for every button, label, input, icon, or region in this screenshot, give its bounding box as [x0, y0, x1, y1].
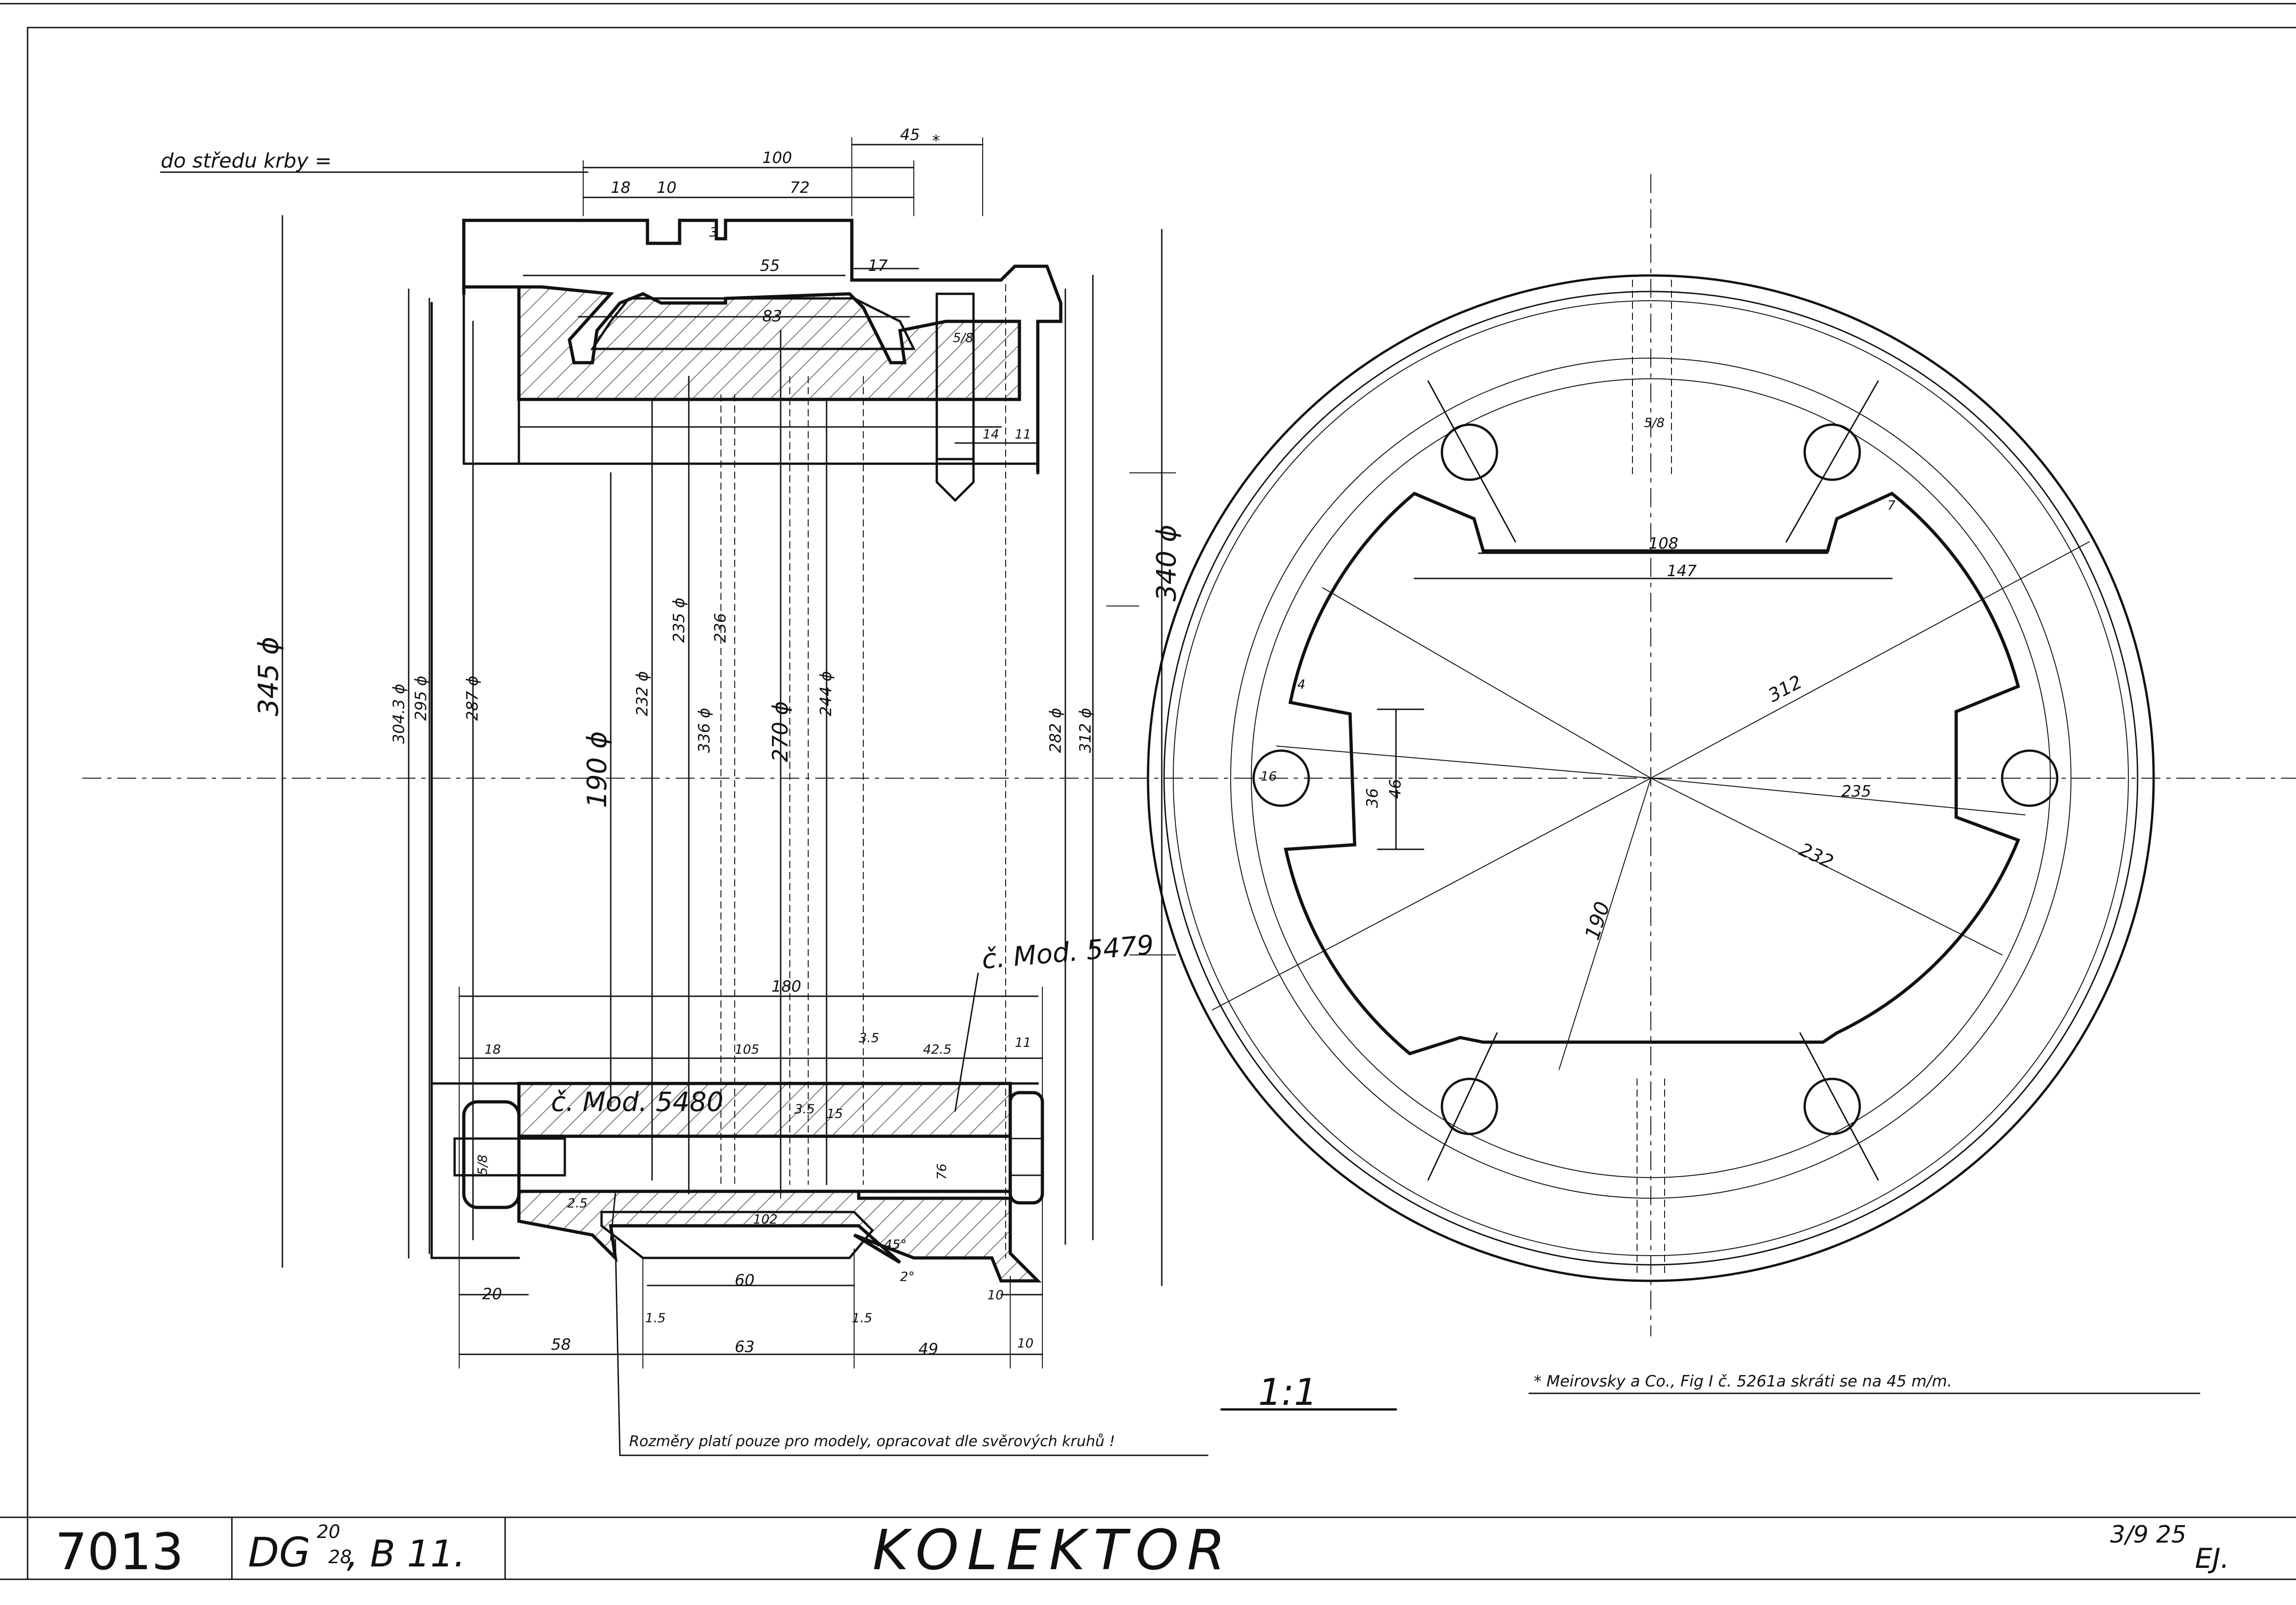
front-view — [1147, 274, 2155, 1282]
dim-1-5-b: 1.5 — [852, 1310, 872, 1325]
dim-63: 63 — [735, 1338, 754, 1356]
dim-11: 11 — [1015, 427, 1031, 442]
dim-3-5-b: 3.5 — [794, 1101, 815, 1117]
dim-45: 45 — [900, 126, 920, 144]
dim-55: 55 — [760, 257, 780, 275]
dim-5-8-c: 5/8 — [1644, 415, 1665, 430]
dim-14: 14 — [983, 427, 999, 442]
dim-60: 60 — [735, 1271, 754, 1290]
dim-235-r: 235 — [1841, 782, 1871, 801]
leaders — [610, 972, 979, 1240]
dim-16: 16 — [1261, 769, 1277, 784]
dim-58: 58 — [551, 1336, 571, 1354]
dim-2-5: 2.5 — [567, 1195, 588, 1211]
type-sup: 20 — [317, 1521, 340, 1543]
drawing-date: 3/9 25 — [2110, 1521, 2186, 1549]
dim-45deg: 45° — [884, 1237, 907, 1252]
dim-105: 105 — [735, 1042, 759, 1057]
signature: EJ. — [2195, 1543, 2229, 1575]
dim-4: 4 — [1297, 677, 1306, 692]
upper-section-outline — [462, 219, 1063, 475]
top-dim-lines — [160, 137, 1039, 444]
lower-ring-bottom — [517, 1190, 1042, 1283]
dim-345: 345 ϕ — [253, 637, 285, 716]
scale-note: 1:1 — [1258, 1371, 1317, 1414]
nut-right — [1008, 1091, 1044, 1205]
dim-20: 20 — [482, 1285, 502, 1303]
vertical-dim-lines — [281, 215, 1176, 1286]
upper-inner-groove — [590, 297, 916, 350]
dim-11-b: 11 — [1015, 1035, 1031, 1050]
dim-2deg: 2° — [900, 1269, 915, 1284]
dim-100: 100 — [762, 149, 792, 167]
bolt-head-left — [462, 1100, 521, 1209]
dim-235: 235 ϕ — [670, 598, 688, 643]
front-view-dimension-texts: 5/8 108 147 7 312 235 232 190 36 46 16 4 — [1261, 415, 1896, 943]
dim-180: 180 — [771, 977, 801, 996]
section-view — [430, 219, 1063, 1283]
vertical-dimension-texts: 345 ϕ 304.3 ϕ 295 ϕ 287 ϕ 190 ϕ 232 ϕ 23… — [253, 525, 1182, 808]
title-block: 7013 DG 20 28 , B 11. KOLEKTOR 3/9 25 EJ… — [55, 1519, 2229, 1583]
dim-102: 102 — [753, 1212, 777, 1227]
dim-76: 76 — [934, 1163, 949, 1180]
dim-18: 18 — [611, 179, 630, 197]
dim-3: 3 — [709, 224, 718, 240]
dim-42-5: 42.5 — [923, 1042, 951, 1057]
dim-295: 295 ϕ — [412, 676, 430, 721]
dim-244: 244 ϕ — [817, 671, 835, 716]
dim-36: 36 — [1363, 788, 1382, 808]
dim-10: 10 — [657, 179, 676, 197]
dim-147: 147 — [1667, 562, 1697, 580]
drawing-number: 7013 — [55, 1522, 184, 1581]
model-b-note: č. Mod. 5480 — [551, 1086, 724, 1117]
dim-83: 83 — [762, 307, 782, 325]
type-suffix: , B 11. — [347, 1532, 465, 1575]
dim-72: 72 — [790, 179, 810, 197]
dim-312-r: 312 — [1765, 671, 1806, 706]
dim-5-8-b: 5/8 — [475, 1155, 490, 1175]
dim-232-r: 232 — [1796, 839, 1837, 873]
dim-5-8-top: 5/8 — [953, 330, 974, 345]
dim-312: 312 ϕ — [1076, 708, 1095, 753]
dim-49: 49 — [918, 1340, 938, 1358]
bottom-note: Rozměry platí pouze pro modely, opracova… — [629, 1432, 1115, 1450]
dim-236: 236 — [711, 613, 730, 643]
dim-190: 190 ϕ — [581, 731, 613, 808]
dim-10-b: 10 — [1017, 1336, 1034, 1351]
dim-46: 46 — [1386, 779, 1405, 799]
footnote: * Meirovsky a Co., Fig I č. 5261a skráti… — [1534, 1372, 1952, 1391]
dim-282: 282 ϕ — [1047, 708, 1065, 753]
upper-ring-body — [464, 285, 1021, 401]
bottom-dimension-texts: 180 18 105 3.5 42.5 11 3.5 15 5/8 76 2.5… — [475, 977, 1034, 1358]
dim-190-r: 190 — [1581, 899, 1615, 943]
dim-18-b: 18 — [484, 1042, 501, 1057]
dim-10-a: 10 — [987, 1287, 1004, 1302]
dim-232: 232 ϕ — [633, 671, 652, 716]
dim-304-3: 304.3 ϕ — [390, 684, 408, 744]
dim-star: * — [932, 132, 940, 150]
dim-270: 270 ϕ — [768, 701, 793, 762]
top-dimension-texts: 45 * 100 18 10 72 3 55 17 83 5/8 14 11 — [611, 126, 1031, 442]
dim-1-5-a: 1.5 — [645, 1310, 666, 1325]
type-sub: 28 — [328, 1547, 352, 1568]
dim-17: 17 — [868, 257, 888, 275]
model-a-note: č. Mod. 5479 — [980, 929, 1155, 975]
dim-340: 340 ϕ — [1151, 525, 1182, 601]
center-note: do středu krby = — [161, 149, 332, 173]
dim-287: 287 ϕ — [463, 676, 482, 721]
dim-15: 15 — [827, 1106, 843, 1121]
center-axes — [82, 174, 2296, 1336]
dim-108: 108 — [1649, 534, 1678, 553]
type-code: DG — [248, 1529, 310, 1576]
drawing-title: KOLEKTOR — [872, 1519, 1233, 1583]
dim-7: 7 — [1887, 498, 1896, 513]
bottom-dim-lines — [458, 987, 1209, 1456]
dim-3-5-a: 3.5 — [859, 1030, 879, 1045]
inner-spline-contour — [1283, 491, 2020, 1055]
dim-336: 336 ϕ — [695, 708, 714, 753]
